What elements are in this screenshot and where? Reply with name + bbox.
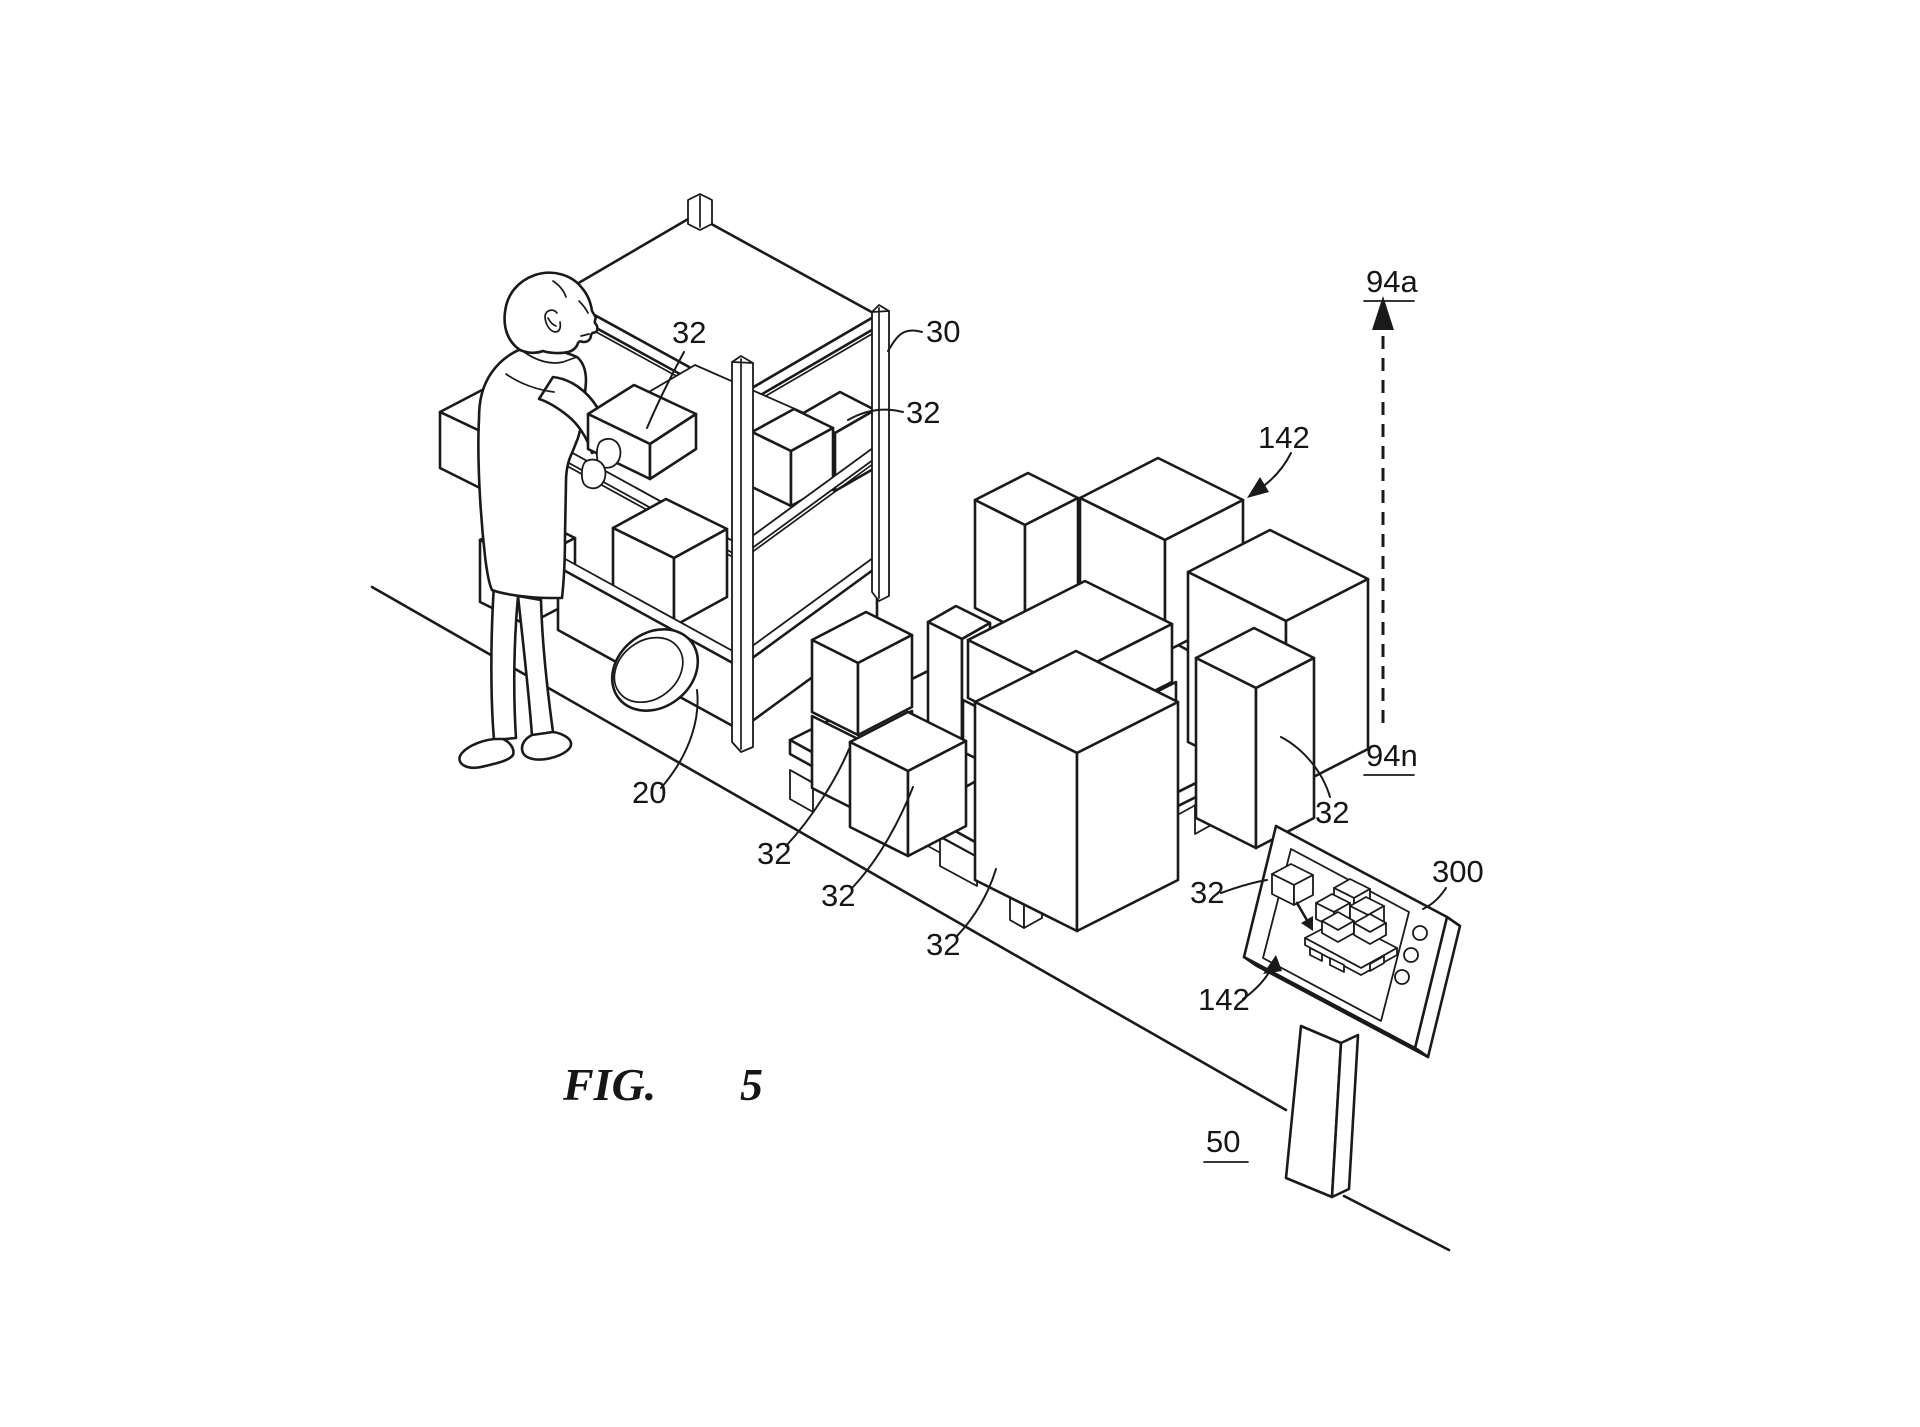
ref-label-94a: 94a [1366,264,1418,299]
reference-labels: 32 30 32 20 32 32 32 32 142 94a 94n 300 … [632,264,1484,1163]
placement-arrow [1295,901,1310,924]
ref-label-32-pallet-front: 32 [926,927,960,962]
arrow-up-right-icon [1263,955,1282,974]
worker-face-details [505,280,590,393]
figure-caption: FIG. 5 [562,1059,763,1110]
pallet-boxes [810,456,1370,933]
ref-label-30-shelf-unit: 30 [926,314,960,349]
cart-posts [687,193,890,753]
kiosk-button-1[interactable] [1412,925,1428,941]
arrow-down-left-icon [1247,477,1269,498]
cart-top-shelf [556,213,879,397]
ref-label-32-pallet-left: 32 [757,836,791,871]
worker-right-hand [595,437,622,469]
kiosk-display [1242,824,1462,1199]
ref-label-32-kiosk: 32 [1190,875,1224,910]
ref-label-50-facility: 50 [1206,1124,1240,1159]
arrow-up-icon [1372,296,1394,330]
cart-wheel [610,628,700,712]
kiosk-screen-item-box [1271,863,1314,906]
worker-left-leg [490,583,520,742]
ref-label-32-held-box: 32 [672,315,706,350]
worker-head [503,271,599,355]
leader-lines [646,329,1447,1000]
kiosk-button-2[interactable] [1403,947,1419,963]
worker-figure [458,271,698,770]
ref-label-142-kiosk: 142 [1198,982,1250,1017]
ref-label-32-pallet-right: 32 [1315,795,1349,830]
kiosk-buttons[interactable] [1394,925,1428,985]
ref-label-300-display: 300 [1432,854,1484,889]
pallet-load [788,456,1370,933]
ref-label-32-shelf-box: 32 [906,395,940,430]
figure-caption-number: 5 [740,1059,763,1110]
kiosk-mini-boxes [1315,878,1387,945]
placement-arrowhead-icon [1301,916,1313,931]
kiosk-screen-content [1271,863,1398,976]
ref-label-32-pallet-mid: 32 [821,878,855,913]
figure-caption-prefix: FIG. [562,1059,656,1110]
worker-left-shoe [458,737,515,770]
worker-left-hand [580,458,607,490]
kiosk-pedestal [1284,1024,1360,1199]
kiosk-button-3[interactable] [1394,969,1410,985]
floor-line [370,585,1451,1252]
zone-range-arrow [1372,296,1394,723]
ref-label-142-pallet: 142 [1258,420,1310,455]
worker-right-leg [516,594,555,738]
ref-label-20-cart: 20 [632,775,666,810]
worker-right-shoe [520,730,573,761]
ref-label-94n: 94n [1366,738,1418,773]
